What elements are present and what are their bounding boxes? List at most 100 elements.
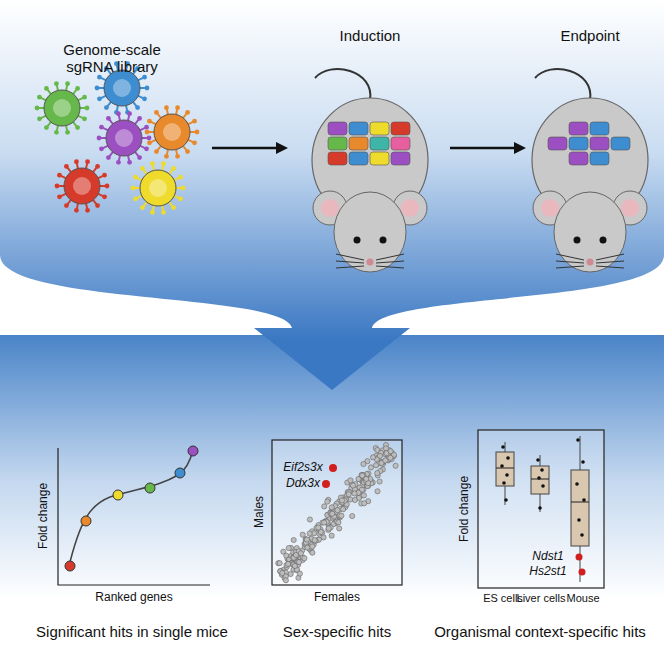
virus-group (35, 61, 200, 215)
clone-block (611, 137, 630, 150)
spike-tip (64, 164, 69, 169)
core (149, 179, 167, 197)
clone-block (328, 137, 347, 150)
whisker (596, 254, 624, 260)
spike-tip (37, 116, 42, 121)
spike-tip (127, 160, 132, 165)
gene-dot (335, 508, 340, 513)
spike-tip (144, 125, 149, 130)
gene-dot (298, 551, 303, 556)
spike-tip (147, 119, 152, 124)
spike-tip (116, 111, 121, 116)
spike-tip (171, 166, 176, 171)
gene-dot (322, 520, 327, 525)
gene-dot (302, 556, 307, 561)
core (163, 123, 181, 141)
gene-dot (359, 472, 364, 477)
whisker (596, 261, 624, 263)
virus (131, 161, 186, 215)
spike-tip (127, 111, 132, 116)
spike-tip (140, 205, 145, 210)
whisker (336, 266, 364, 268)
spike-tip (97, 136, 102, 141)
whisker (336, 254, 364, 260)
axis-label: Fold change (37, 483, 51, 549)
gene-dot (329, 511, 334, 516)
spike-tip (104, 105, 109, 110)
spike-tip (102, 173, 107, 178)
clone-block (590, 152, 609, 165)
gene-dot (370, 455, 375, 460)
spike-tip (135, 105, 140, 110)
spike-tip (161, 161, 166, 166)
big-arrow-panel (0, 0, 664, 390)
whisker (376, 266, 404, 268)
spike-tip (57, 194, 62, 199)
spike-tip (185, 149, 190, 154)
spike-tip (145, 86, 150, 91)
gene-dot (337, 526, 342, 531)
spike-tip (178, 175, 183, 180)
spike-tip (105, 184, 110, 189)
spike-tip (154, 110, 159, 115)
gene-dot (373, 463, 378, 468)
gene-dot (310, 544, 315, 549)
spike-tip (131, 186, 136, 191)
spike-tip (95, 203, 100, 208)
gene-dot (339, 498, 344, 503)
gene-dot (393, 463, 398, 468)
spike-tip (85, 159, 90, 164)
spike-tip (82, 95, 87, 100)
ear-inner (321, 199, 339, 217)
gene-dot (350, 483, 355, 488)
capsid (64, 168, 100, 204)
eye (574, 237, 581, 244)
gene-dot (377, 453, 382, 458)
gene-dot (361, 461, 366, 466)
mouse (312, 69, 428, 272)
spike-tip (145, 130, 150, 135)
spike-tip (95, 164, 100, 169)
gene-label: Ddx3x (286, 477, 320, 491)
gene-dot (300, 532, 305, 537)
gene-dot (291, 537, 296, 542)
gene-dot (388, 449, 393, 454)
spike-tip (133, 196, 138, 201)
panel-caption: Significant hits in single mice (36, 623, 228, 640)
gene-dot (326, 526, 331, 531)
gene-dot (360, 473, 365, 478)
gene-dot (316, 525, 321, 530)
spike-tip (74, 159, 79, 164)
core (115, 129, 133, 147)
spike-tip (147, 140, 152, 145)
gene-dot (388, 455, 393, 460)
gene-dot (293, 552, 298, 557)
clone-block (349, 122, 368, 135)
spike-tip (116, 160, 121, 165)
spike-tip (44, 86, 49, 91)
ear-inner (541, 199, 559, 217)
gene-dot (368, 465, 373, 470)
gene-dot (350, 514, 355, 519)
spike-tip (97, 75, 102, 80)
clone-block (548, 137, 567, 150)
spike-tip (171, 205, 176, 210)
spike-tip (102, 194, 107, 199)
spike-tip (55, 184, 60, 189)
axis-label: Liver cells (517, 592, 566, 605)
spike-tip (106, 116, 111, 121)
gene-dot (277, 561, 282, 566)
eye (600, 237, 607, 244)
clone-block (391, 137, 410, 150)
spike-tip (142, 75, 147, 80)
whisker (556, 254, 584, 260)
clone-block (590, 137, 609, 150)
head (554, 192, 626, 272)
spike-tip (192, 119, 197, 124)
virus (55, 159, 110, 213)
axis-label: Mouse (566, 592, 599, 605)
capsid (140, 170, 176, 206)
tail (315, 69, 370, 100)
gene-dot (312, 538, 317, 543)
